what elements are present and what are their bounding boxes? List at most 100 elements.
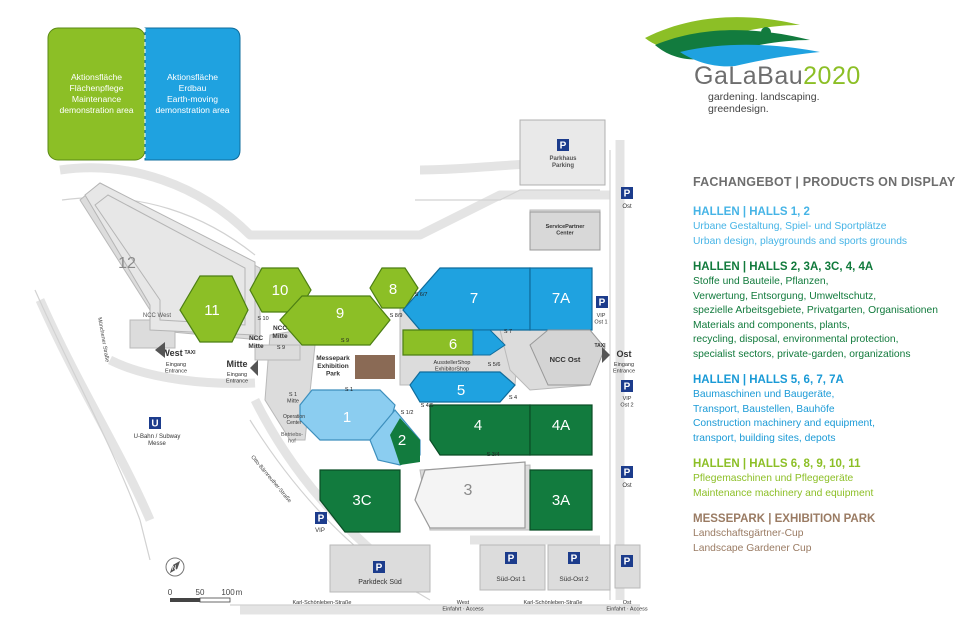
legend-section-title: HALLEN | HALLS 5, 6, 7, 7A	[693, 374, 844, 386]
entrance-markers	[155, 342, 610, 376]
parking-icon-sued-ost-2: P	[568, 552, 580, 565]
karl-schoenleben-1-label: Karl-Schönleben-Straße	[292, 600, 351, 606]
parking-icon-parkdeck: P	[373, 561, 385, 574]
s-connector-label: S 7	[504, 329, 512, 335]
parkdeck-sued-label: Parkdeck Süd	[358, 579, 402, 586]
hall-10[interactable]	[249, 267, 312, 313]
legend-section-line: Baumaschinen und Baugeräte,	[693, 389, 835, 400]
brand-name-part1: GaLaBau	[694, 62, 804, 90]
hall-3a[interactable]	[529, 469, 593, 531]
messepark-area[interactable]	[355, 355, 395, 379]
brand-tagline-1: gardening. landscaping.	[708, 91, 820, 103]
demo-area-maintenance-label: Aktionsfläche Flächenpflege Maintenance …	[59, 72, 134, 115]
parking-icon-bus: P	[621, 555, 633, 568]
scale-bar: 0 50 100 m	[168, 588, 243, 603]
hall-4a[interactable]	[529, 404, 593, 456]
vip-parking-label: VIP	[315, 528, 325, 534]
mitte-entrance-label: Mitte	[227, 359, 248, 369]
legend-section-line: Stoffe und Bauteile, Pflanzen,	[693, 276, 829, 287]
subway-icon: U	[149, 417, 161, 430]
legend-section-line: Construction machinery and equipment,	[693, 418, 876, 429]
hall-label-2: 2	[398, 432, 406, 449]
ost-entrance-label: Ost	[616, 349, 631, 359]
parkhaus[interactable]	[519, 119, 606, 186]
hall-8[interactable]	[369, 267, 419, 309]
s-connector-label: S 3/4	[487, 452, 500, 458]
hall-label-7a: 7A	[552, 290, 570, 307]
legend-section-title: MESSEPARK | EXHIBITION PARK	[693, 513, 876, 525]
s-connector-label: S 10	[257, 316, 268, 322]
scale-label-50: 50	[196, 588, 205, 597]
hall-label-9: 9	[336, 305, 344, 322]
hall-7[interactable]	[402, 267, 531, 331]
hall-11[interactable]	[179, 275, 249, 343]
ost-mid-label: Ost	[622, 483, 632, 489]
hall-9[interactable]	[279, 295, 391, 346]
svg-text:P: P	[624, 189, 631, 200]
s-connector-label: S 1	[345, 387, 353, 393]
parking-icon-ost-top: P	[621, 187, 633, 200]
parking-icons: P P P P P P P P P P U	[149, 139, 633, 574]
brand-name: GaLaBau2020	[694, 62, 861, 91]
legend-section-title: HALLEN | HALLS 1, 2	[693, 206, 810, 218]
legend-section: HALLEN | HALLS 1, 2 Urbane Gestaltung, Sp…	[693, 206, 978, 249]
svg-text:P: P	[571, 554, 578, 565]
hall-label-4: 4	[474, 417, 482, 434]
legend-section-line: Urban design, playgrounds and sports gro…	[693, 235, 908, 247]
legend-section-title: HALLEN | HALLS 6, 8, 9, 10, 11	[693, 458, 861, 470]
svg-text:P: P	[624, 468, 631, 479]
demo-area-earthmoving[interactable]	[144, 27, 241, 161]
ost-top-label: Ost	[622, 204, 632, 210]
compass-label: N	[171, 565, 176, 572]
parking-icon-vip: P	[315, 512, 327, 525]
legend-section-line: Landscape Gardener Cup	[693, 542, 812, 554]
hall-7a[interactable]	[529, 267, 593, 331]
hall-3c[interactable]	[319, 469, 401, 533]
brand: GaLaBau2020 gardening. landscaping. gree…	[694, 62, 861, 115]
products-legend: FACHANGEBOT | PRODUCTS ON DISPLAY HALLEN…	[693, 175, 978, 568]
parking-icon-sued-ost-1: P	[505, 552, 517, 565]
galabau-logo-graphic	[645, 17, 820, 67]
hall-3[interactable]	[414, 461, 526, 529]
hall-label-8: 8	[389, 281, 397, 298]
betriebshof-label: Betriebs-hof	[281, 432, 303, 445]
parking-icon-ost-mid: P	[621, 466, 633, 479]
parking-icon-parkhaus: P	[557, 139, 569, 152]
hall-label-3c: 3C	[352, 492, 371, 509]
scale-label-unit: m	[236, 588, 243, 597]
service-partner-center[interactable]	[529, 211, 601, 251]
ncc-ost[interactable]	[529, 329, 606, 386]
taxi-ost-label: TAXI	[594, 343, 606, 349]
scale-label-0: 0	[168, 588, 173, 597]
hall-4[interactable]	[429, 404, 531, 456]
legend-section-line: specialist sectors, private-garden, orga…	[693, 348, 911, 360]
s-connector-label: S 1/2	[401, 410, 414, 416]
legend-section-line: Materials and components, plants,	[693, 319, 850, 331]
hall-label-7: 7	[470, 290, 478, 307]
sued-ost-2-label: Süd-Ost 2	[559, 576, 589, 583]
scale-label-100: 100	[221, 588, 235, 597]
ncc-ost-label: NCC Ost	[550, 355, 581, 364]
demo-area-earthmoving-label: Aktionsfläche Erdbau Earth-moving demons…	[155, 72, 230, 115]
compass: N	[165, 557, 185, 577]
hall-5[interactable]	[409, 371, 516, 403]
legend-section-line: transport, building sites, depots	[693, 432, 836, 444]
legend-section-line: Urbane Gestaltung, Spiel- und Sportplätz…	[693, 221, 887, 232]
legend-section-line: Landschaftsgärtner-Cup	[693, 528, 804, 539]
s-connector-label: S 4	[509, 395, 517, 401]
hall-label-3: 3	[464, 482, 473, 499]
hall-label-5: 5	[457, 382, 465, 399]
s-connector-label: S 9	[341, 338, 349, 344]
legend-section-line: spezielle Arbeitsgebiete, Privatgarten, …	[693, 305, 938, 316]
